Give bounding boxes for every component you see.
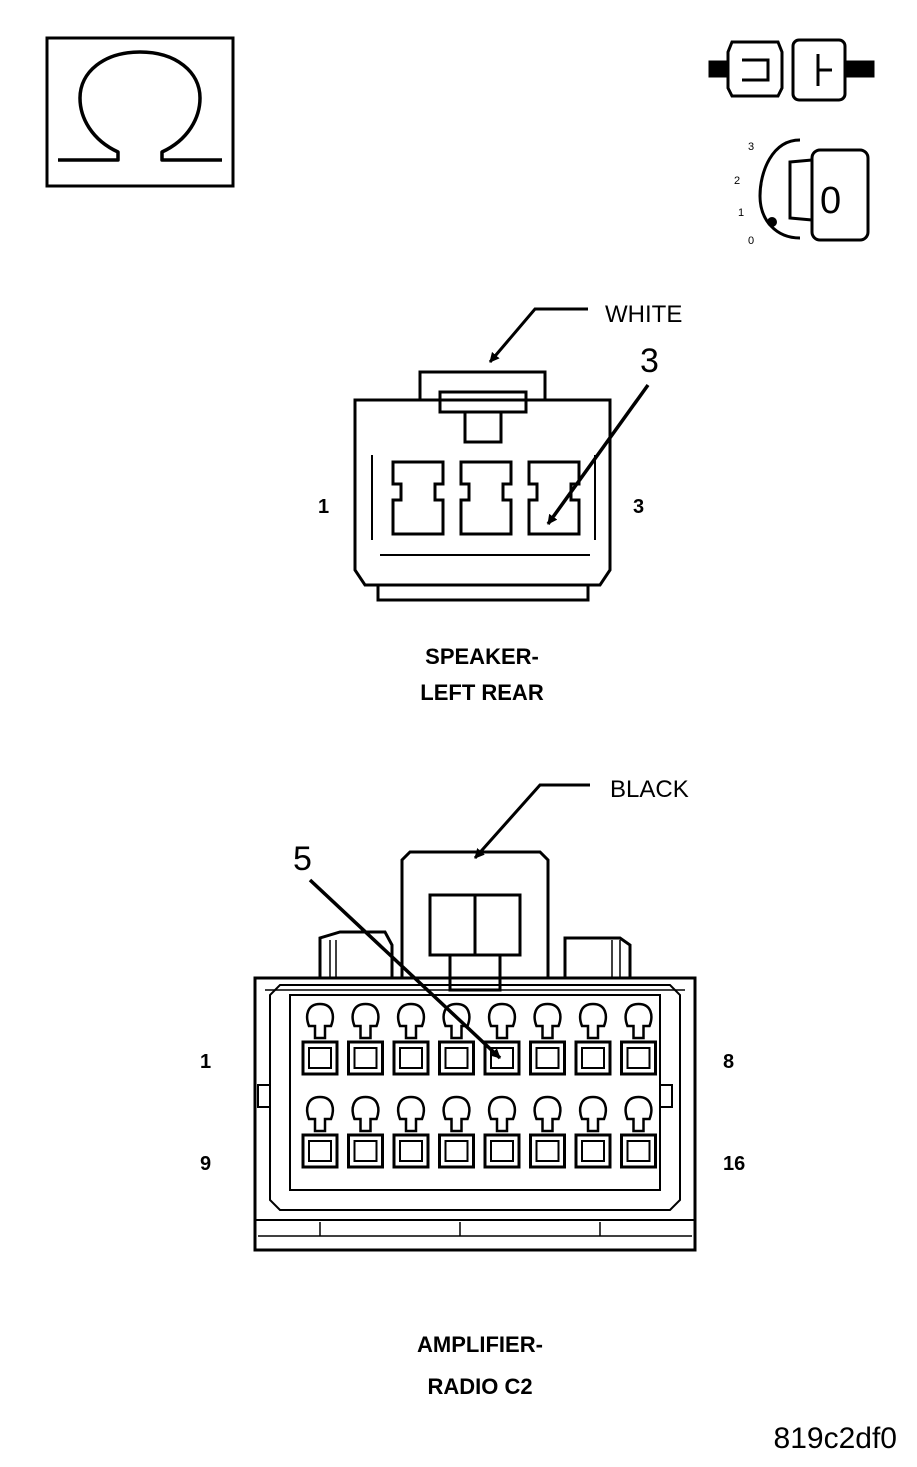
amplifier-row1-last: 8 xyxy=(723,1051,734,1073)
amplifier-color-label: BLACK xyxy=(610,776,689,803)
speaker-callout-number: 3 xyxy=(640,342,659,380)
amp-cavity xyxy=(392,1095,430,1169)
amp-cavity xyxy=(574,1095,612,1169)
amp-cavity xyxy=(620,1002,657,1076)
key-position-2: 2 xyxy=(734,175,740,187)
speaker-cavity xyxy=(527,460,581,536)
key-position-0: 0 xyxy=(748,235,754,247)
amplifier-cavity-callout: 5 xyxy=(293,840,502,1060)
amp-cavity xyxy=(301,1002,339,1076)
amp-cavity xyxy=(347,1002,384,1076)
amplifier-connector xyxy=(253,850,697,1252)
ohm-symbol-icon xyxy=(45,36,235,188)
key-position-1: 1 xyxy=(738,207,744,219)
speaker-color-callout: WHITE xyxy=(488,301,682,363)
amp-cavity xyxy=(620,1095,657,1169)
amp-cavity xyxy=(301,1095,339,1169)
amp-cavity xyxy=(483,1095,521,1169)
speaker-title-line1: SPEAKER- xyxy=(425,644,539,669)
amplifier-row1-first: 1 xyxy=(200,1051,211,1073)
amp-cavity xyxy=(529,1002,566,1076)
speaker-pin-last: 3 xyxy=(633,496,644,518)
amplifier-row2-last: 16 xyxy=(723,1153,745,1175)
speaker-pin-first: 1 xyxy=(318,496,329,518)
speaker-color-label: WHITE xyxy=(605,301,682,328)
amp-cavity xyxy=(574,1002,612,1076)
amp-cavity xyxy=(438,1002,475,1076)
amplifier-title-line2: RADIO C2 xyxy=(427,1374,532,1399)
ignition-key-off-icon: 3 2 1 0 0 xyxy=(734,138,870,247)
amplifier-row2-first: 9 xyxy=(200,1153,211,1175)
speaker-cavity xyxy=(459,460,513,536)
amplifier-color-callout: BLACK xyxy=(473,776,689,859)
speaker-connector xyxy=(353,370,612,602)
amp-cavities xyxy=(301,1002,657,1169)
disconnected-connector-icon xyxy=(708,38,875,102)
speaker-cavities xyxy=(391,460,581,536)
amp-cavity xyxy=(347,1095,384,1169)
speaker-cavity-callout: 3 xyxy=(546,342,659,526)
speaker-title-line2: LEFT REAR xyxy=(420,680,544,705)
key-position-3: 3 xyxy=(748,141,754,153)
amp-cavity xyxy=(392,1002,430,1076)
amp-cavity xyxy=(438,1095,475,1169)
key-label: 0 xyxy=(820,180,841,222)
amplifier-callout-number: 5 xyxy=(293,840,312,878)
amp-cavity xyxy=(483,1002,521,1076)
figure-id: 819c2df0 xyxy=(774,1422,897,1455)
amp-cavity xyxy=(529,1095,566,1169)
amplifier-title-line1: AMPLIFIER- xyxy=(417,1332,543,1357)
speaker-cavity xyxy=(391,460,445,536)
